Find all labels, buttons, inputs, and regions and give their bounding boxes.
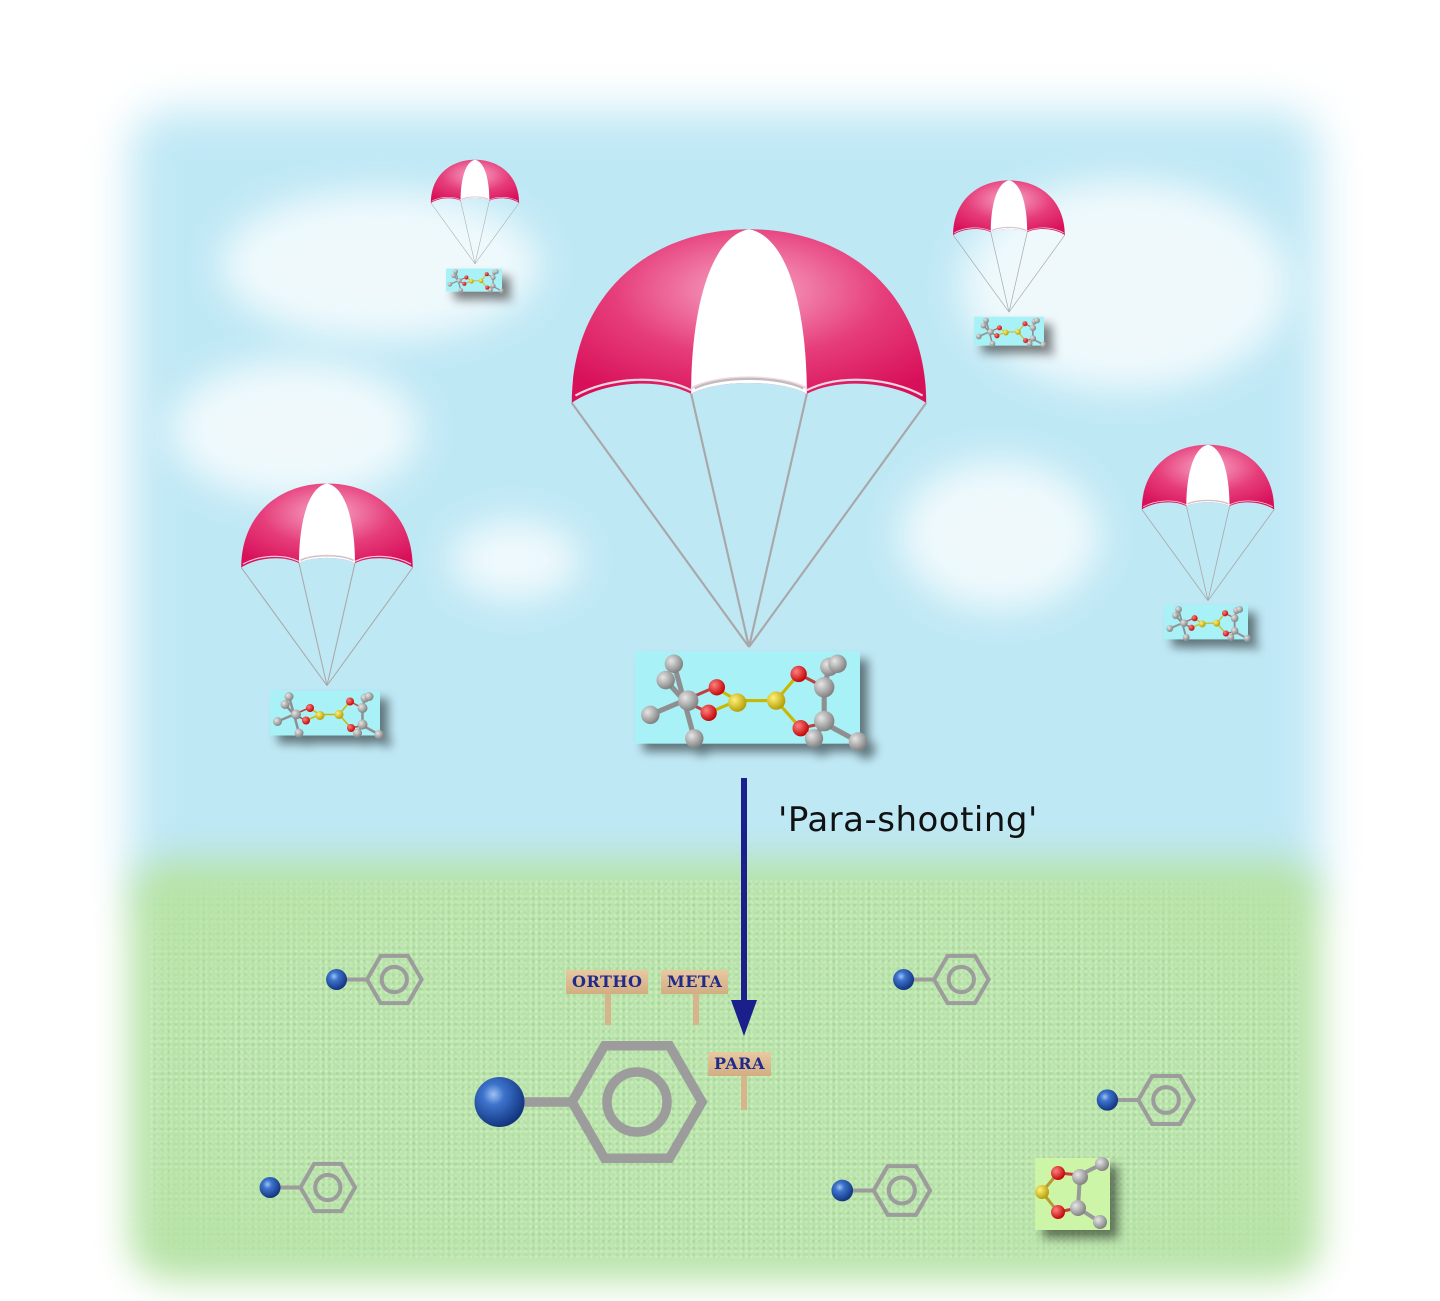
sign-meta: META — [661, 970, 729, 994]
para-shooting-label: 'Para-shooting' — [778, 800, 1038, 840]
payload-right — [1163, 603, 1252, 643]
parachute-top-left — [430, 159, 520, 265]
sign-post-meta — [693, 985, 699, 1025]
payload-left — [268, 689, 385, 741]
para-product-boronate — [1035, 1157, 1110, 1230]
sign-ortho: ORTHO — [566, 970, 649, 994]
aryl-top-right — [893, 956, 989, 1003]
parachute-top-right — [952, 180, 1066, 313]
parachute-right — [1141, 444, 1275, 602]
aryl-center-large — [475, 1046, 703, 1159]
cloud — [220, 190, 540, 340]
sign-para: PARA — [708, 1052, 771, 1076]
aryl-right — [1097, 1076, 1194, 1124]
cloud — [900, 460, 1100, 610]
sign-post-para — [741, 1065, 747, 1110]
sign-post-ortho — [605, 985, 611, 1025]
payload-top-right — [973, 315, 1048, 349]
aryl-bottom-right — [831, 1166, 930, 1215]
cloud — [450, 520, 580, 600]
down-arrow — [731, 778, 757, 1036]
payload-main — [635, 651, 867, 750]
parachute-main — [570, 228, 928, 649]
cloud — [170, 360, 420, 500]
aryl-top-left — [326, 956, 422, 1003]
parachute-left — [240, 482, 414, 687]
payload-top-left — [445, 267, 505, 294]
aryl-bottom-left — [260, 1164, 356, 1211]
